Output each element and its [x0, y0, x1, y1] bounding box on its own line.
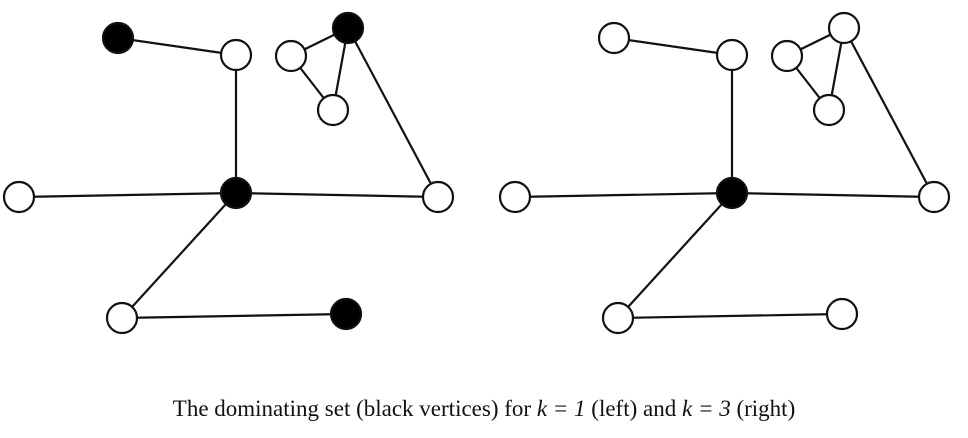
vertex-d: [827, 11, 861, 45]
edge-a-b: [117, 36, 237, 57]
vertex-g: [498, 180, 532, 214]
edge-f-i: [731, 191, 935, 199]
dominating-vertex-a: [101, 21, 135, 55]
vertex-b: [715, 38, 749, 72]
vertex-j: [825, 297, 859, 331]
vertex-i: [421, 180, 455, 214]
vertex-h: [601, 301, 635, 335]
edge-g-f: [18, 191, 237, 199]
dominating-vertex-d: [331, 11, 365, 45]
dominating-vertex-f: [715, 176, 749, 210]
edge-h-j: [121, 312, 347, 320]
edge-d-i: [843, 27, 935, 198]
dominating-vertex-f: [219, 176, 253, 210]
edge-f-h: [121, 192, 237, 319]
vertex-g: [2, 180, 36, 214]
dominating-vertex-j: [329, 297, 363, 331]
dominating-set-figure: [2, 11, 951, 335]
edge-a-b: [613, 36, 733, 57]
edge-d-i: [347, 27, 439, 198]
edge-f-h: [617, 192, 733, 319]
edge-g-f: [514, 191, 733, 199]
edge-h-j: [617, 312, 843, 320]
vertex-b: [219, 38, 253, 72]
vertex-h: [105, 301, 139, 335]
vertex-e: [316, 93, 350, 127]
caption-k-left: k = 1: [536, 396, 586, 421]
vertex-e: [812, 93, 846, 127]
vertex-c: [770, 39, 804, 73]
vertex-a: [597, 21, 631, 55]
vertex-c: [274, 39, 308, 73]
figure-caption: The dominating set (black vertices) for …: [0, 396, 968, 422]
vertex-i: [917, 180, 951, 214]
caption-text-3: (right): [730, 396, 796, 421]
caption-text-2: (left) and: [585, 396, 682, 421]
caption-k-right: k = 3: [681, 396, 731, 421]
graph-panel-right: [498, 11, 951, 335]
graph-panel-left: [2, 11, 455, 335]
edge-f-i: [235, 191, 439, 199]
caption-text-1: The dominating set (black vertices) for: [172, 396, 537, 421]
